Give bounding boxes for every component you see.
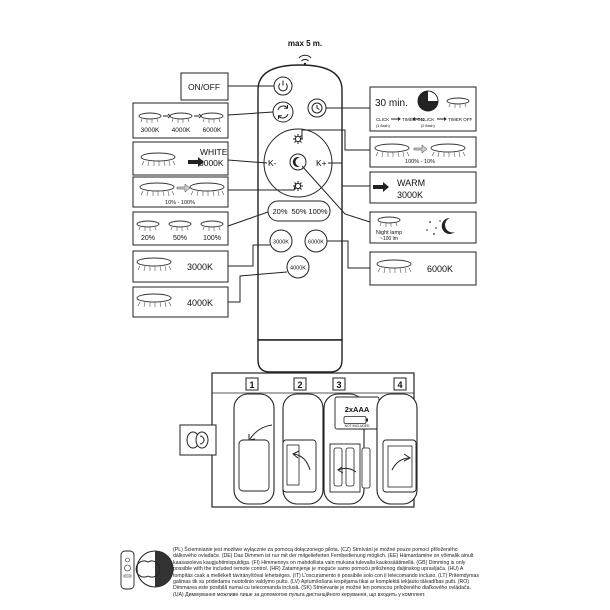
range-label: max 5 m. [288, 39, 322, 48]
battery-count: 2xAAA [345, 405, 370, 414]
button-3000k[interactable]: 3000K [269, 229, 293, 253]
step-2-number: 2 [297, 380, 302, 390]
timer-title: 30 min. [375, 98, 408, 109]
preset-100-button[interactable]: 100% [308, 207, 328, 216]
moon-stars-icon [426, 217, 455, 235]
left-4000k-box: 4000K [132, 271, 288, 318]
right-6000k-box: 6000K [327, 240, 477, 286]
dimming-legend: (PL) Ściemnianie jest możliwe wyłącznie … [173, 547, 479, 598]
moon-icon [292, 157, 300, 168]
timer-button[interactable] [307, 98, 327, 118]
cycle-3000k: 3000K [141, 127, 160, 134]
signal-icon [298, 54, 312, 66]
preset-100-label: 100% [203, 235, 221, 242]
button-6000k[interactable]: 6000K [304, 229, 328, 253]
power-button[interactable] [273, 76, 293, 96]
step-4: 4 [376, 377, 418, 505]
dimmer-dial-icon [135, 550, 174, 588]
k-minus-button[interactable]: K- [268, 158, 277, 168]
night-box: Night lamp ~100 lm [301, 165, 477, 244]
step-4-number: 4 [397, 380, 402, 390]
k-plus-button[interactable]: K+ [316, 158, 327, 168]
warm-line2: 3000K [397, 190, 423, 200]
timer-click-1: CLICK [376, 117, 389, 122]
button-3000k-label: 3000K [273, 240, 289, 246]
dim-up-box: 10% - 100% [132, 176, 297, 208]
night-line2: ~100 lm [380, 236, 398, 242]
preset-20-button[interactable]: 20% [272, 207, 287, 216]
dim-up-range: 10% - 100% [165, 200, 195, 206]
power-icon [278, 80, 288, 92]
cycle-4000k: 4000K [172, 127, 191, 134]
step-1-number: 1 [249, 380, 254, 390]
step-1: 1 [233, 377, 275, 505]
white-line1: WHITE [200, 147, 228, 157]
battery-note: NOT INCLUDED [345, 424, 370, 428]
onoff-box: ON/OFF [180, 72, 274, 101]
white-line2: 6000K [199, 158, 224, 168]
gradient-arrow-2-icon [413, 144, 428, 154]
preset-50-button[interactable]: 50% [291, 207, 306, 216]
clock-icon [311, 102, 323, 114]
step-2: 2 [282, 377, 324, 505]
mini-remote-icon [120, 550, 135, 590]
arrow-right-icon [188, 157, 204, 167]
white-box: WHITE 6000K [132, 141, 268, 176]
step-3-number: 3 [336, 380, 341, 390]
arrow-right-2-icon [373, 182, 389, 192]
timer-dial-icon [417, 90, 439, 112]
timer-sub-2: (2 flash) [421, 124, 435, 128]
left-4000k-label: 4000K [187, 298, 213, 308]
cycle-icon [277, 105, 289, 119]
timer-box: 30 min. CLICK TIMER ON CLICK TIMER OFF (… [326, 86, 477, 132]
night-line1: Night lamp [376, 230, 402, 236]
dim-down-box: 100% - 10% [301, 129, 477, 168]
button-6000k-label: 6000K [308, 240, 324, 246]
warm-line1: WARM [397, 178, 425, 188]
preset-button-row [267, 200, 331, 222]
preset-50-label: 50% [173, 235, 187, 242]
left-3000k-box: 3000K [132, 244, 270, 283]
button-4000k[interactable]: 4000K [286, 255, 310, 279]
cycle-6000k: 6000K [203, 127, 222, 134]
cycle-box: 3000K 4000K 6000K [132, 102, 274, 139]
cycle-button[interactable] [272, 101, 294, 123]
preset-20-label: 20% [141, 235, 155, 242]
left-3000k-label: 3000K [187, 262, 213, 272]
timer-off-label: TIMER OFF [448, 117, 472, 122]
timer-sub-1: (1 flash) [376, 124, 390, 128]
right-6000k-label: 6000K [427, 264, 453, 274]
step-3: 3 2xAAA NOT INCLUDED [323, 377, 380, 505]
warm-box: WARM 3000K [328, 162, 477, 204]
timer-click-2: CLICK [421, 117, 434, 122]
onoff-label: ON/OFF [188, 82, 220, 92]
presets-box: 20% 50% 100% [132, 211, 269, 246]
battery-coins [179, 424, 217, 456]
dim-down-range: 100% - 10% [405, 159, 435, 165]
gradient-arrow-icon [176, 183, 191, 193]
button-4000k-label: 4000K [290, 266, 306, 272]
